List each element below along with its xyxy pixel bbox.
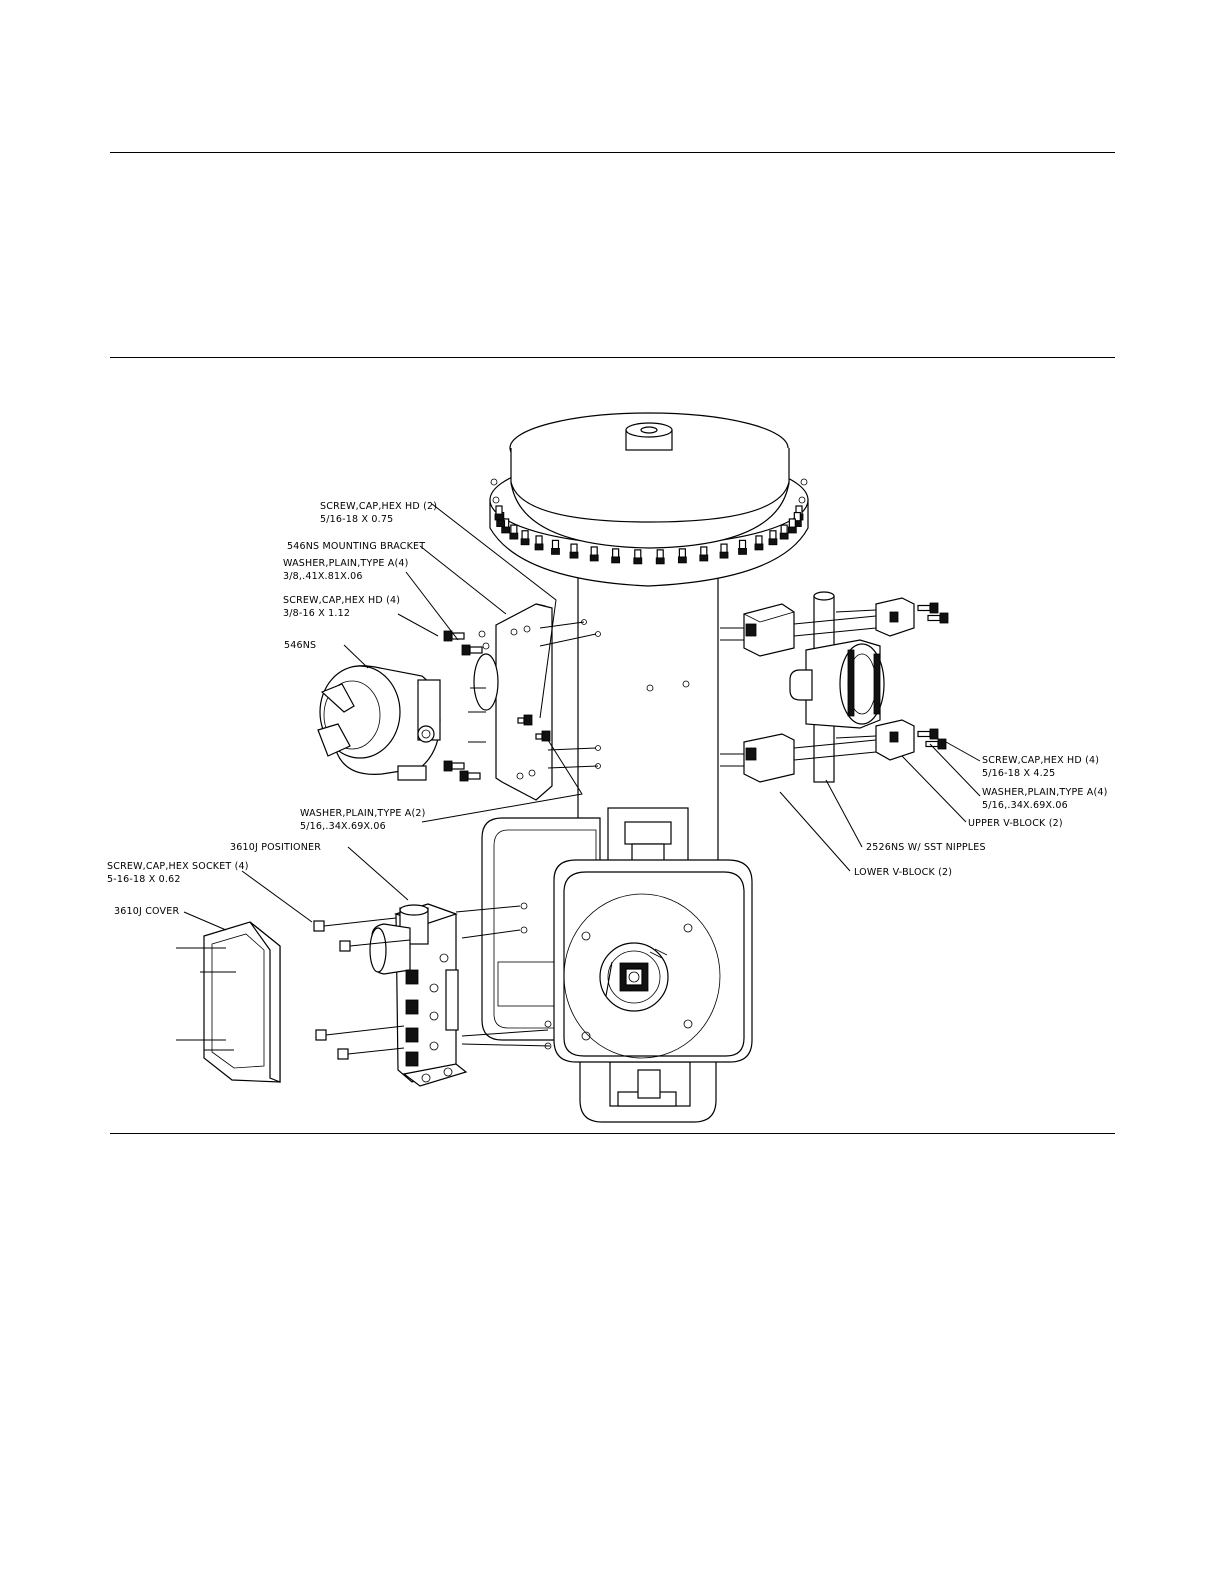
flange-hole (798, 496, 806, 504)
label-screw-cap-hex-hd-4: SCREW,CAP,HEX HD (4) (283, 595, 400, 606)
hex-screw (917, 728, 939, 740)
flange-bolt (677, 548, 687, 564)
label-screw-cap-hex-hd-2: SCREW,CAP,HEX HD (2) (320, 501, 437, 512)
flange-bolt (779, 524, 789, 540)
flange-bolt (787, 518, 797, 534)
assembly-line (835, 735, 877, 739)
positioner-3610j (369, 903, 468, 1087)
cover-3610j (176, 921, 281, 1083)
flange-bolt (611, 548, 621, 564)
mounting-bracket (473, 603, 553, 801)
hex-screw (459, 770, 481, 782)
flange-bolt (754, 535, 764, 551)
flange-bolt (738, 539, 747, 555)
hex-screw (927, 612, 949, 624)
label-screw-socket: SCREW,CAP,HEX SOCKET (4) (107, 861, 249, 872)
mount-hole (595, 763, 601, 769)
label-2526ns-nipples: 2526NS W/ SST NIPPLES (866, 842, 986, 853)
flange-bolt (534, 535, 544, 551)
flange-bolt (520, 530, 530, 546)
top-rule-2 (110, 357, 1115, 358)
flange-hole (490, 478, 498, 486)
label-upper-v-block: UPPER V-BLOCK (2) (968, 818, 1063, 829)
right-fasteners (720, 602, 949, 767)
flange-bolt (494, 505, 504, 521)
assembly-line (539, 633, 597, 647)
left-fasteners (443, 619, 601, 782)
label-washer-2-size: 5/16,.34X.69X.06 (300, 821, 386, 832)
assembly-line (793, 615, 877, 625)
flange-bolt (569, 543, 579, 559)
hex-screw (925, 738, 947, 750)
diaphragm-casing (489, 412, 809, 587)
assembly-line (793, 751, 877, 761)
label-washer-4: WASHER,PLAIN,TYPE A(4) (283, 558, 409, 569)
small-screw (535, 730, 551, 742)
washer (478, 630, 486, 638)
label-screw-socket-size: 5-16-18 X 0.62 (107, 874, 181, 885)
assembly-line (547, 747, 597, 751)
flange-bolt (509, 524, 519, 540)
flange-bolt (589, 546, 599, 562)
transmitter-2526ns (789, 639, 885, 729)
flange-hole (800, 478, 808, 486)
small-screw (517, 714, 533, 726)
label-washer-2: WASHER,PLAIN,TYPE A(2) (300, 808, 426, 819)
flange-bolt (699, 546, 709, 562)
label-screw-cap-hex-hd-2-size: 5/16-18 X 0.75 (320, 514, 393, 525)
label-3610j-cover: 3610J COVER (114, 906, 179, 917)
flange-hole (492, 496, 500, 504)
lower-housing (481, 817, 753, 1123)
socket-screws (313, 902, 552, 1060)
label-washer-4-size: 3/8,.41X.81X.06 (283, 571, 363, 582)
flange-bolt (551, 539, 560, 555)
assembly-line (793, 739, 877, 749)
flange-bolt (655, 549, 665, 565)
label-546ns: 546NS (284, 640, 316, 651)
label-lower-v-block: LOWER V-BLOCK (2) (854, 867, 952, 878)
label-r-screw-size: 5/16-18 X 4.25 (982, 768, 1055, 779)
leader-lines (183, 503, 981, 931)
flange-bolt (719, 543, 729, 559)
label-r-washer: WASHER,PLAIN,TYPE A(4) (982, 787, 1108, 798)
top-rule-1 (110, 152, 1115, 153)
mount-hole (595, 631, 601, 637)
assembly-line (547, 765, 599, 769)
label-3610j-positioner: 3610J POSITIONER (230, 842, 321, 853)
label-mounting-bracket: 546NS MOUNTING BRACKET (287, 541, 425, 552)
transducer-546ns (317, 665, 441, 781)
label-r-screw: SCREW,CAP,HEX HD (4) (982, 755, 1099, 766)
callout-labels: SCREW,CAP,HEX HD (2) 5/16-18 X 0.75 546N… (107, 501, 1108, 917)
label-r-washer-size: 5/16,.34X.69X.06 (982, 800, 1068, 811)
label-screw-cap-hex-hd-4-size: 3/8-16 X 1.12 (283, 608, 350, 619)
bottom-rule (110, 1133, 1115, 1134)
hex-screw (443, 630, 465, 642)
mount-hole (595, 745, 601, 751)
v-blocks (743, 597, 915, 783)
hex-screw (461, 644, 483, 656)
flange-bolt (768, 530, 778, 546)
flange-bolt (633, 549, 643, 565)
mount-hole (581, 619, 587, 625)
assembly-line (793, 627, 877, 637)
hex-screw (917, 602, 939, 614)
washer (482, 642, 490, 650)
assembly-line (539, 621, 585, 629)
hex-screw (443, 760, 465, 772)
assembly-line (835, 609, 877, 613)
